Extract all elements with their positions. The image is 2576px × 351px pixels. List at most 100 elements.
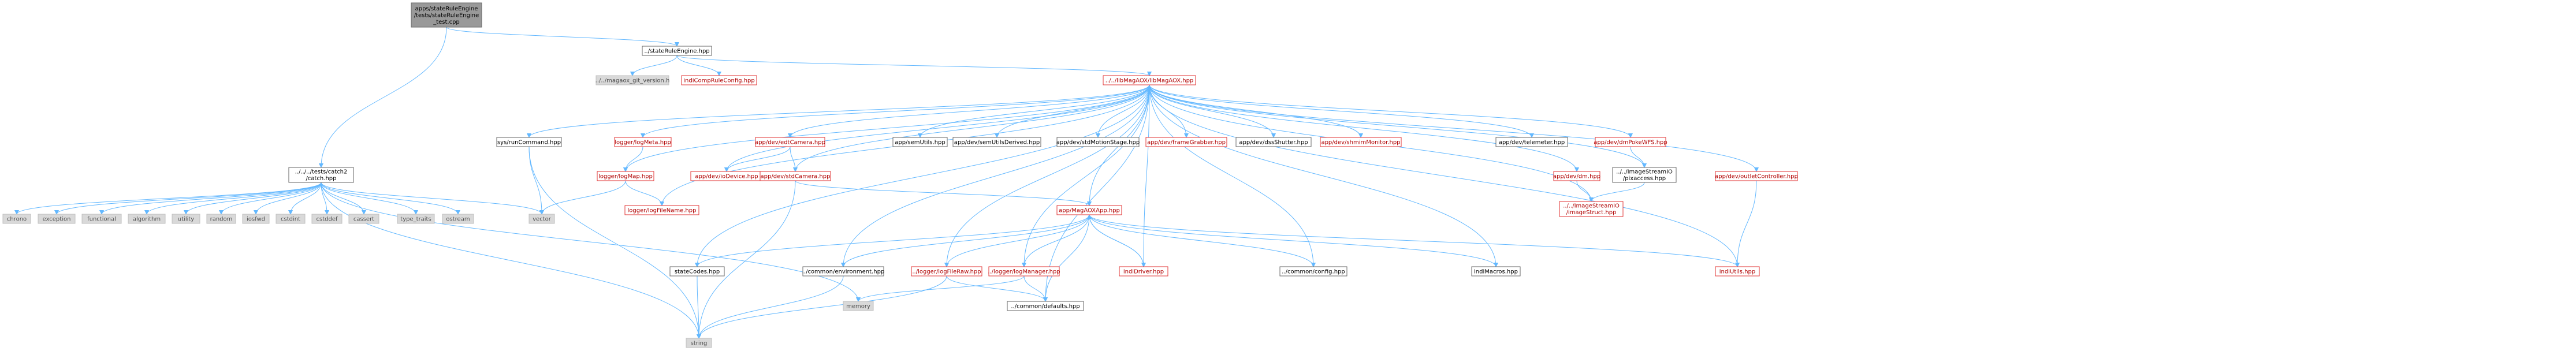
edge-magaoxapp-to-logmanager xyxy=(1024,214,1090,267)
node-exception[interactable]: exception xyxy=(38,214,76,224)
node-box xyxy=(288,167,354,183)
node-indicomp[interactable]: indiCompRuleConfig.hpp xyxy=(681,75,757,85)
node-label: app/dev/ioDevice.hpp xyxy=(695,173,758,180)
edge-libmag-to-semutils xyxy=(920,84,1150,137)
node-box xyxy=(686,338,712,348)
node-gitver[interactable]: ../../magaox_git_version.h xyxy=(595,75,670,85)
node-random[interactable]: random xyxy=(206,214,236,224)
node-label: indiUtils.hpp xyxy=(1719,268,1755,275)
node-logmanager[interactable]: ../logger/logManager.hpp xyxy=(988,266,1060,277)
node-telemeter[interactable]: app/dev/telemeter.hpp xyxy=(1495,137,1568,147)
node-box xyxy=(128,214,166,224)
node-box xyxy=(1715,171,1798,181)
node-framegrab[interactable]: app/dev/frameGrabber.hpp xyxy=(1145,137,1227,147)
node-memory[interactable]: memory xyxy=(843,301,874,311)
node-semutilsder[interactable]: app/dev/semUtilsDerived.hpp xyxy=(952,137,1041,147)
node-box xyxy=(624,205,699,215)
edge-edtcam-to-stdcam xyxy=(790,146,795,171)
edge-edtcam-to-iodevice xyxy=(727,146,791,171)
node-box xyxy=(348,214,379,224)
node-cstdint[interactable]: cstdint xyxy=(276,214,306,224)
node-statecodes[interactable]: stateCodes.hpp xyxy=(669,266,725,277)
edge-logfileraw-to-string xyxy=(699,275,947,338)
edge-libmag-to-semutilsder xyxy=(997,84,1150,137)
node-magaoxapp[interactable]: app/MagAOXApp.hpp xyxy=(1056,205,1122,215)
node-label: _test.cpp xyxy=(433,19,460,25)
edge-outlet-to-indiutils xyxy=(1737,180,1757,267)
edge-root-to-catch xyxy=(321,27,447,167)
node-dssshutter[interactable]: app/dev/dssShutter.hpp xyxy=(1235,137,1312,147)
node-box xyxy=(1471,266,1521,277)
edge-libmag-to-sysrun xyxy=(529,84,1150,137)
node-label: random xyxy=(210,216,233,222)
node-sre[interactable]: ../stateRuleEngine.hpp xyxy=(642,46,712,56)
node-box xyxy=(311,214,343,224)
node-string[interactable]: string xyxy=(686,338,712,348)
node-label: sys/runCommand.hpp xyxy=(497,139,561,145)
node-shmim[interactable]: app/dev/shmimMonitor.hpp xyxy=(1320,137,1402,147)
edge-libmag-to-indidriver xyxy=(1144,84,1150,267)
node-outlet[interactable]: app/dev/outletController.hpp xyxy=(1715,171,1798,181)
node-config[interactable]: ../common/config.hpp xyxy=(1279,266,1347,277)
edge-magaoxapp-to-environment xyxy=(843,214,1090,267)
node-sysrun[interactable]: sys/runCommand.hpp xyxy=(496,137,562,147)
node-label: utility xyxy=(178,216,195,222)
node-chrono[interactable]: chrono xyxy=(2,214,31,224)
node-box xyxy=(2,214,31,224)
node-logmap[interactable]: logger/logMap.hpp xyxy=(597,171,654,181)
node-dm[interactable]: app/dev/dm.hpp xyxy=(1553,171,1600,181)
node-label: memory xyxy=(846,303,870,309)
node-imagestruct[interactable]: ../../ImageStreamIO/imageStruct.hpp xyxy=(1559,201,1624,217)
node-indimacros[interactable]: indiMacros.hpp xyxy=(1471,266,1521,277)
node-cassert[interactable]: cassert xyxy=(348,214,379,224)
node-libmag[interactable]: ../../libMagAOX/libMagAOX.hpp xyxy=(1103,75,1196,85)
node-label: logger/logMeta.hpp xyxy=(615,139,671,145)
node-label: algorithm xyxy=(133,216,161,222)
node-box xyxy=(892,137,948,147)
node-functional[interactable]: functional xyxy=(81,214,122,224)
node-label: ../common/defaults.hpp xyxy=(1011,303,1079,309)
node-iosfwd[interactable]: iosfwd xyxy=(242,214,270,224)
edge-sysrun-to-string xyxy=(528,146,699,338)
node-label: ../logger/logManager.hpp xyxy=(988,268,1060,275)
edge-root-to-sre xyxy=(446,27,677,46)
node-dmpoke[interactable]: app/dev/dmPokeWFS.hpp xyxy=(1594,137,1667,147)
node-cstddef[interactable]: cstddef xyxy=(311,214,343,224)
node-algorithm[interactable]: algorithm xyxy=(128,214,166,224)
node-label: stateCodes.hpp xyxy=(675,268,720,275)
node-catch[interactable]: ../../../tests/catch2/catch.hpp xyxy=(288,167,354,183)
edge-catch-to-ostream xyxy=(321,182,458,214)
node-box xyxy=(81,214,122,224)
node-box xyxy=(614,137,672,147)
node-label: cstdint xyxy=(281,216,300,222)
node-utility[interactable]: utility xyxy=(172,214,200,224)
node-label: app/dev/dssShutter.hpp xyxy=(1239,139,1308,145)
node-iodevice[interactable]: app/dev/ioDevice.hpp xyxy=(690,171,763,181)
node-pixaccess[interactable]: ../../ImageStreamIO/pixaccess.hpp xyxy=(1612,167,1677,183)
node-environment[interactable]: ../common/environment.hpp xyxy=(802,266,885,277)
node-defaults[interactable]: ../common/defaults.hpp xyxy=(1007,301,1084,311)
node-semutils[interactable]: app/semUtils.hpp xyxy=(892,137,948,147)
node-indidriver[interactable]: indiDriver.hpp xyxy=(1119,266,1168,277)
node-label: ../../../tests/catch2 xyxy=(295,169,348,176)
node-vector[interactable]: vector xyxy=(528,214,555,224)
node-root[interactable]: apps/stateRuleEngine/tests/stateRuleEngi… xyxy=(411,2,482,28)
node-logfilename[interactable]: logger/logFileName.hpp xyxy=(624,205,699,215)
node-stdcam[interactable]: app/dev/stdCamera.hpp xyxy=(760,171,831,181)
node-logmeta[interactable]: logger/logMeta.hpp xyxy=(614,137,672,147)
node-label: string xyxy=(691,340,708,346)
node-ostream[interactable]: ostream xyxy=(442,214,474,224)
edge-libmag-to-stdcam xyxy=(795,84,1150,171)
node-edtcam[interactable]: app/dev/edtCamera.hpp xyxy=(755,137,825,147)
node-typetraits[interactable]: type_traits xyxy=(397,214,435,224)
node-label: iosfwd xyxy=(247,216,265,222)
node-label: /tests/stateRuleEngine xyxy=(414,12,479,18)
node-logfileraw[interactable]: ../logger/logFileRaw.hpp xyxy=(911,266,982,277)
edge-statecodes-to-string xyxy=(697,275,699,338)
node-label: ../../ImageStreamIO xyxy=(1563,203,1620,210)
node-box xyxy=(1553,171,1600,181)
node-box xyxy=(802,266,884,277)
node-indiutils[interactable]: indiUtils.hpp xyxy=(1715,266,1760,277)
node-stdmotion[interactable]: app/dev/stdMotionStage.hpp xyxy=(1056,137,1140,147)
